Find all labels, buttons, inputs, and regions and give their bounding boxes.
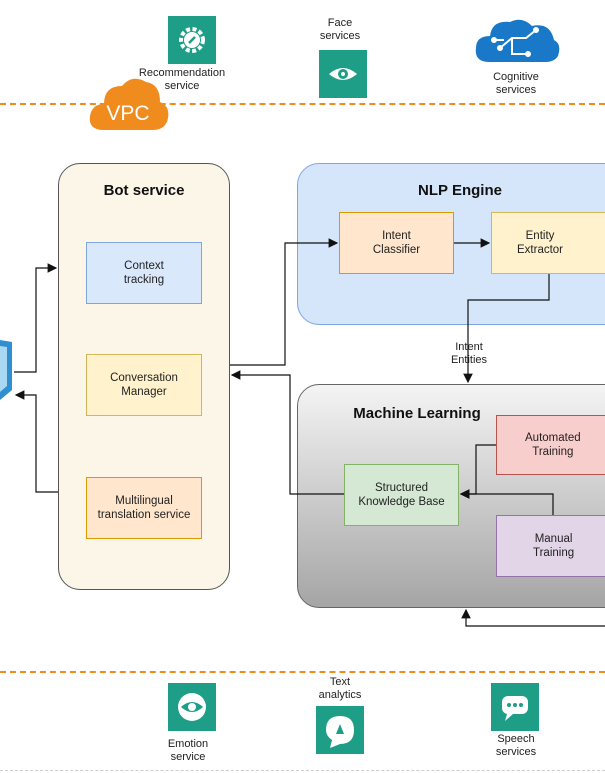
manual-to-kb-connector bbox=[459, 489, 554, 515]
intent-classifier-box: Intent Classifier bbox=[339, 212, 454, 274]
face-services-tile bbox=[319, 50, 367, 98]
vpc-label: VPC bbox=[106, 102, 149, 125]
emotion-service-tile bbox=[168, 683, 216, 731]
feedback-loop-connector bbox=[461, 608, 605, 627]
bot-to-nlp-connector bbox=[230, 238, 339, 366]
vpc-cloud-icon: VPC bbox=[89, 78, 169, 130]
gear-icon bbox=[179, 27, 205, 53]
structured-knowledge-base-box: Structured Knowledge Base bbox=[344, 464, 459, 526]
vpc-bottom-boundary bbox=[0, 671, 605, 673]
entity-to-ml-connector bbox=[463, 274, 550, 384]
speech-services-tile bbox=[491, 683, 539, 731]
text-analytics-label: Text analytics bbox=[318, 676, 362, 701]
bot-service-title: Bot service bbox=[103, 182, 185, 199]
vpc-top-boundary bbox=[0, 103, 605, 105]
recommendation-service-tile bbox=[168, 16, 216, 64]
client-to-bot-connector bbox=[14, 263, 58, 373]
eye-icon bbox=[178, 693, 206, 721]
recommendation-service-label: Recommendation service bbox=[138, 67, 226, 92]
text-analytics-tile bbox=[316, 706, 364, 754]
entity-extractor-box: Entity Extractor bbox=[491, 212, 605, 274]
nlp-engine-title: NLP Engine bbox=[418, 182, 502, 199]
multilingual-translation-box: Multilingual translation service bbox=[86, 477, 202, 539]
speech-services-label: Speech services bbox=[495, 733, 537, 758]
emotion-service-label: Emotion service bbox=[167, 738, 209, 763]
cognitive-services-label: Cognitive services bbox=[493, 71, 539, 96]
context-tracking-box: Context tracking bbox=[86, 242, 202, 304]
machine-learning-title: Machine Learning bbox=[353, 405, 481, 422]
intent-entities-label: Intent Entities bbox=[437, 341, 501, 367]
bot-to-client-connector bbox=[14, 390, 58, 493]
cloud-network-icon bbox=[475, 19, 560, 62]
eye-icon bbox=[329, 68, 357, 80]
speech-bubble-icon bbox=[326, 716, 354, 748]
chat-icon bbox=[502, 696, 528, 721]
automated-to-kb-connector bbox=[459, 444, 496, 499]
kb-to-bot-connector bbox=[230, 370, 344, 495]
bottom-divider bbox=[0, 770, 605, 771]
conversation-manager-box: Conversation Manager bbox=[86, 354, 202, 416]
automated-training-box: Automated Training bbox=[496, 415, 605, 475]
client-icon bbox=[0, 340, 12, 400]
manual-training-box: Manual Training bbox=[496, 515, 605, 577]
face-services-label: Face services bbox=[319, 17, 361, 42]
